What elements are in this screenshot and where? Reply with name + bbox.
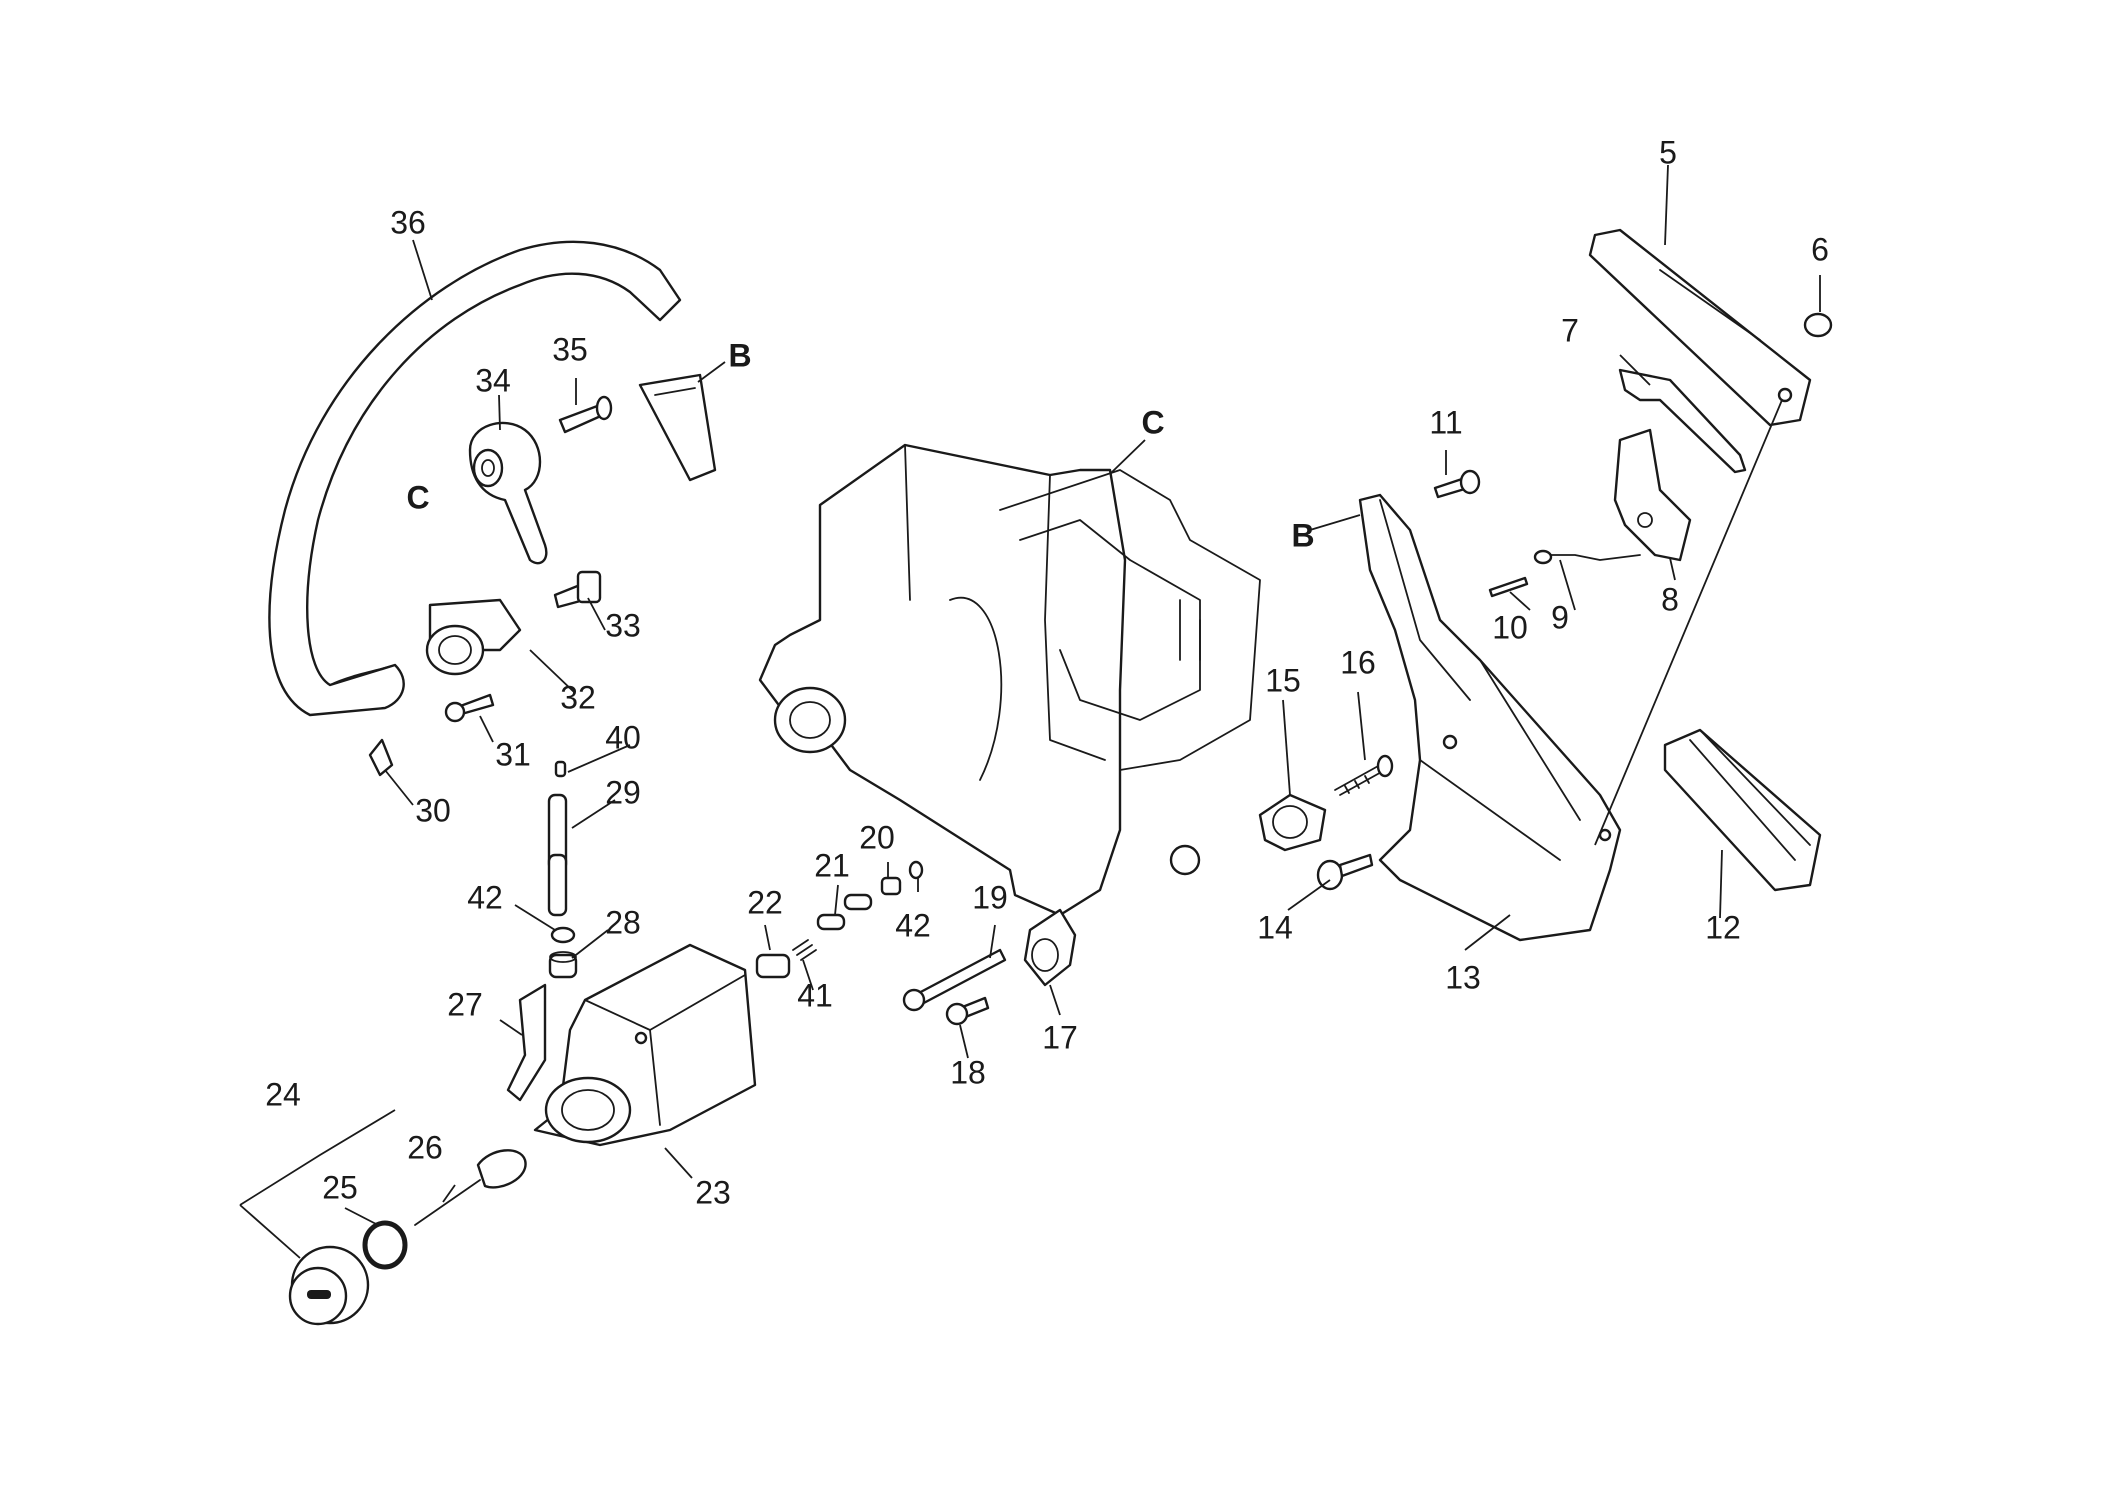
spring-9 — [1533, 549, 1641, 565]
ref-letter-b-cover: B — [1291, 517, 1314, 553]
callout-27: 27 — [447, 986, 483, 1022]
grommet-28 — [548, 951, 578, 979]
callout-14: 14 — [1257, 909, 1293, 945]
callout-33: 33 — [605, 607, 641, 643]
reference-letters: B C C B — [406, 337, 1314, 553]
callout-5: 5 — [1659, 134, 1677, 170]
callout-8: 8 — [1661, 581, 1679, 617]
pin-21 — [816, 893, 873, 931]
callout-36: 36 — [390, 204, 426, 240]
bolt-19 — [902, 948, 1007, 1012]
callout-32: 32 — [560, 679, 596, 715]
bolt-18 — [945, 996, 990, 1026]
callout-42-left: 42 — [467, 879, 503, 915]
bushing-22 — [755, 953, 791, 979]
trigger-8 — [1613, 428, 1692, 562]
ref-letter-b-handle: B — [728, 337, 751, 373]
crankcase — [758, 443, 1261, 917]
cap-24 — [288, 1245, 370, 1326]
pin-10 — [1488, 576, 1529, 598]
pin-40 — [554, 760, 567, 778]
ref-letter-c-crankcase: C — [1141, 404, 1164, 440]
screw-14 — [1316, 853, 1374, 891]
screw-31 — [444, 693, 495, 723]
mount-17 — [1023, 908, 1077, 987]
o-ring-25 — [362, 1220, 408, 1270]
callout-19: 19 — [972, 879, 1008, 915]
cap-24-bracket — [239, 1109, 396, 1259]
callout-15: 15 — [1265, 662, 1301, 698]
callout-11: 11 — [1429, 404, 1462, 440]
bolt-16 — [1334, 754, 1394, 796]
callout-20: 20 — [859, 819, 895, 855]
callout-31: 31 — [495, 736, 531, 772]
cap-20 — [880, 876, 902, 896]
callout-9: 9 — [1551, 599, 1569, 635]
tube-29 — [547, 793, 568, 917]
ref-letter-c-bracket: C — [406, 479, 429, 515]
callout-7: 7 — [1561, 312, 1579, 348]
grip-12 — [1663, 728, 1822, 892]
callout-34: 34 — [475, 362, 511, 398]
upper-handle-bracket — [468, 421, 548, 565]
mount-15 — [1258, 793, 1327, 852]
callout-6: 6 — [1811, 231, 1829, 267]
leader-lines — [344, 164, 1821, 1226]
lever-7 — [1618, 368, 1747, 474]
callout-30: 30 — [415, 792, 451, 828]
callout-18: 18 — [950, 1054, 986, 1090]
callout-28: 28 — [605, 904, 641, 940]
callout-12: 12 — [1705, 909, 1741, 945]
cover-5 — [1588, 228, 1812, 427]
filter-26 — [414, 1149, 527, 1226]
front-handle-bar — [268, 240, 717, 717]
anti-vibration-mount-32 — [425, 598, 522, 676]
callout-42-right: 42 — [895, 907, 931, 943]
callout-16: 16 — [1340, 644, 1376, 680]
callout-10: 10 — [1492, 609, 1528, 645]
o-ring-42-right — [908, 860, 924, 880]
clip-27 — [506, 983, 547, 1102]
callout-25: 25 — [322, 1169, 358, 1205]
callout-23: 23 — [695, 1174, 731, 1210]
callout-40: 40 — [605, 719, 641, 755]
callout-numbers: 5 6 7 8 9 10 11 12 13 14 15 16 17 18 19 … — [265, 134, 1829, 1210]
tank-23 — [533, 943, 757, 1147]
callout-41: 41 — [797, 977, 833, 1013]
bolt-35 — [558, 395, 613, 434]
callout-29: 29 — [605, 774, 641, 810]
spring-41 — [792, 939, 817, 961]
callout-21: 21 — [814, 847, 850, 883]
callout-24: 24 — [265, 1076, 301, 1112]
callout-22: 22 — [747, 884, 783, 920]
callout-26: 26 — [407, 1129, 443, 1165]
screw-6 — [1803, 312, 1833, 338]
callout-13: 13 — [1445, 959, 1481, 995]
bolt-11 — [1433, 469, 1481, 499]
rear-handle-cover-13 — [1358, 493, 1622, 942]
o-ring-42-left — [550, 926, 576, 944]
callout-17: 17 — [1042, 1019, 1078, 1055]
callout-35: 35 — [552, 331, 588, 367]
bolt-33 — [553, 570, 602, 609]
plate-30 — [368, 738, 394, 777]
